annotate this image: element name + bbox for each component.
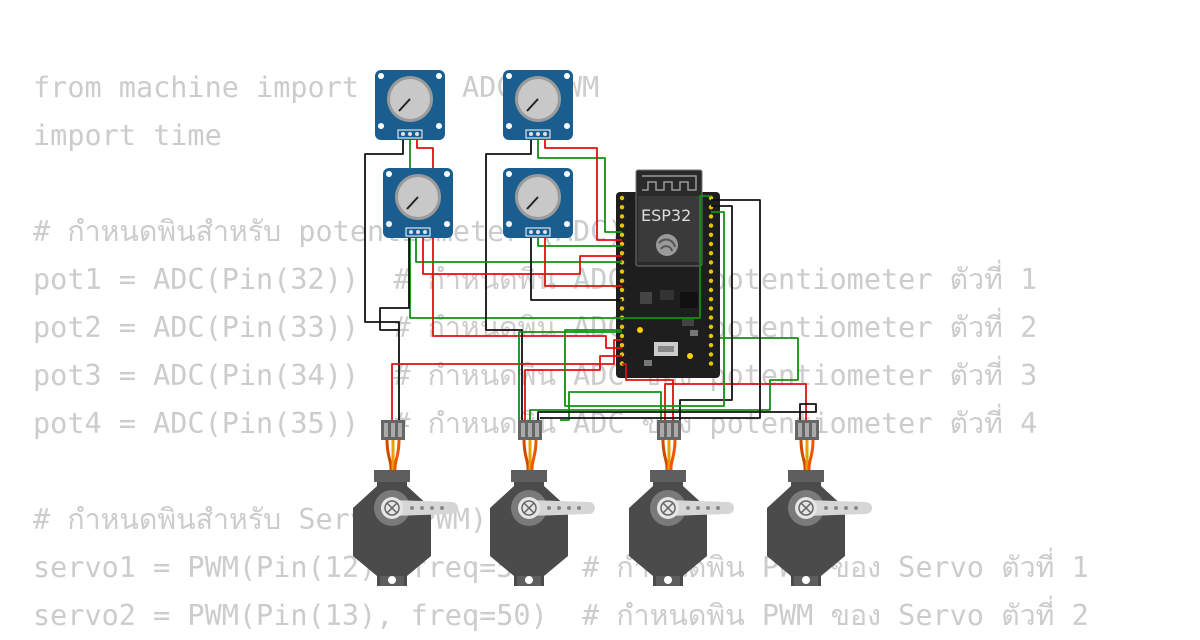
header-pin [708,251,714,256]
servo-4 [766,469,873,587]
header-pin [708,315,714,320]
servo-3 [628,469,735,587]
header-pin [619,324,625,329]
header-pin [708,232,714,237]
header-pin [708,352,714,357]
esp32-label: ESP32 [641,206,691,225]
header-pin [619,287,625,293]
code-line: pot4 = ADC(Pin(35)) # กำหนดพิน ADC ของ p… [33,407,1038,440]
header-pin [708,278,714,283]
header-pin [708,343,714,348]
esp32-board: ESP32 [616,169,720,378]
header-pin [708,214,714,219]
potentiometer-2 [502,69,574,141]
header-pin [619,306,625,311]
header-pin [619,232,625,237]
wiring [364,140,817,421]
espressif-logo-icon [656,234,678,256]
potentiometer-4 [502,167,574,239]
header-pin [708,269,714,274]
header-pin [708,333,714,339]
header-pin [619,214,625,219]
header-pin [708,297,714,302]
header-pin [619,195,625,201]
header-pin [708,287,714,293]
potentiometer-1 [374,69,446,141]
header-pin [619,205,625,210]
header-pin [708,306,714,311]
header-pin [708,324,714,329]
header-pin [708,361,714,366]
header-pin [619,343,625,348]
header-pin [619,333,625,339]
code-line: servo2 = PWM(Pin(13), freq=50) # กำหนดพิ… [33,599,1089,632]
servo-1 [352,469,459,587]
header-pin [708,223,714,228]
header-pin [708,241,714,247]
potentiometer-3 [382,167,454,239]
code-line: import time [33,119,222,152]
header-pin [708,260,714,265]
header-pin [619,278,625,283]
header-pin [619,223,625,228]
header-pin [619,269,625,274]
header-pin [619,251,625,256]
servo-2 [489,469,596,587]
